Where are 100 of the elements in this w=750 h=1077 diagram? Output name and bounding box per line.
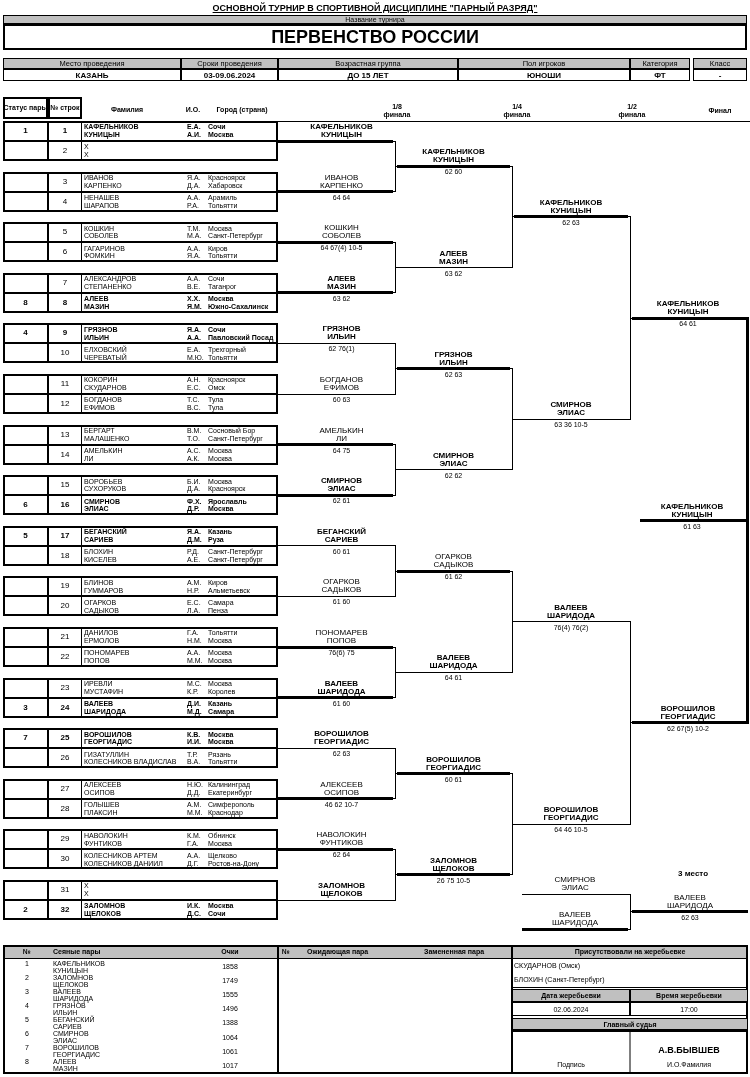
table-row [48,242,278,263]
field-value: ДО 15 ЛЕТ [278,69,458,81]
bracket-connector [509,823,515,876]
row-number: 21 [48,627,82,647]
seed-number: 7 [3,728,48,749]
bracket-connector [509,621,515,673]
bracket-connector [278,190,290,194]
status-cell [3,798,48,819]
bracket-connector [509,165,515,218]
match-frame [3,272,278,313]
seed-number: 2 [3,900,48,920]
row-number: 16 [48,495,82,516]
bracket-connector [392,165,398,193]
pair-names: ВОРОШИЛОВ ГЕОРГИАДИС [543,806,599,823]
status-cell [3,627,48,647]
table-row [48,677,278,698]
status-cell [3,545,48,566]
pair-names: АЛЕЕВ МАЗИН [439,249,468,266]
row-number: 15 [48,475,82,496]
status-cell [3,880,48,900]
seed-number: 5 [3,525,48,546]
match-frame [3,424,278,465]
match-frame [3,525,278,566]
status-cell [3,343,48,364]
status-cell [3,141,48,161]
bracket-connector [392,747,398,774]
table-row [48,292,278,313]
row-number: 22 [48,647,82,667]
bracket-connector [627,621,633,724]
document-title: ОСНОВНОЙ ТУРНИР В СПОРТИВНОЙ ДИСЦИПЛИНЕ "ПАРНЫЙ РАЗРЯД" [212,3,538,14]
bracket-connector [278,443,290,447]
table-row [48,798,278,819]
pair-names: ВАЛЕЕВ ШАРИДОДА [429,654,478,671]
bracket-connector [744,519,749,725]
status-cell [3,222,48,243]
bracket-connector [627,893,633,912]
status-cell [3,677,48,698]
bracket-connector [392,241,398,268]
status-cell [3,394,48,414]
row-number: 31 [48,880,82,900]
status-cell [3,647,48,667]
row-number: 26 [48,748,82,769]
row-number: 8 [48,292,82,313]
bracket-connector [744,316,749,522]
row-number: 14 [48,444,82,465]
pair-names: КАФЕЛЬНИКОВ КУНИЦЫН [660,502,724,519]
status-cell [3,191,48,212]
row-number: 25 [48,728,82,749]
match-frame [3,677,278,718]
table-row [48,343,278,364]
bracket-connector [627,317,633,420]
pair-names: ВОРОШИЛОВ ГЕОРГИАДИС [660,704,716,721]
table-row [48,596,278,617]
status-cell [3,596,48,617]
pair-names: БОГДАНОВ ЕФИМОВ [319,376,364,392]
status-cell [3,576,48,597]
pair-names: ИВАНОВ КАРПЕНКО [320,173,363,190]
bracket-connector [509,773,515,825]
status-cell [3,424,48,445]
pair-names: ВОРОШИЛОВ ГЕОРГИАДИС [426,755,481,772]
pair-names: КАФЕЛЬНИКОВ КУНИЦЫН [539,198,603,215]
row-number: 19 [48,576,82,597]
bracket-connector [278,493,290,497]
match-frame [3,171,278,212]
status-cell [3,171,48,192]
pair-names: ВАЛЕЕВ ШАРИДОДА [552,911,598,927]
row-number: 30 [48,849,82,870]
bracket-connector [278,291,290,295]
table-row [48,545,278,566]
status-cell [3,778,48,799]
bracket-connector [278,797,290,801]
row-number: 9 [48,323,82,344]
bracket-connector [277,899,291,901]
place-heading: 3 место [677,869,709,878]
pair-names: АЛЕЕВ МАЗИН [327,274,356,291]
field-value: КАЗАНЬ [3,69,181,81]
seed-number: 1 [3,121,48,141]
referee-name: А.В.БЫВШЕВ [658,1045,720,1055]
match-frame [3,222,278,263]
match-frame [3,374,278,414]
row-number: 10 [48,343,82,364]
bracket-connector [627,722,633,825]
row-number: 18 [48,545,82,566]
pair-names: ОГАРКОВ САДЫКОВ [433,553,474,570]
status-cell [3,475,48,496]
bracket-connector [509,216,515,268]
match-frame [3,778,278,819]
bracket-connector [509,418,515,471]
pair-names: КАФЕЛЬНИКОВ КУНИЦЫН [656,300,720,317]
table-row [48,374,278,394]
pair-names: ВОРОШИЛОВ ГЕОРГИАДИС [314,730,369,747]
row-number: 3 [48,171,82,192]
match-frame [3,627,278,667]
match-frame [3,829,278,870]
status-cell [3,374,48,394]
match-frame [3,475,278,516]
bracket-connector [509,368,515,420]
match-frame [3,728,278,769]
bracket-connector [278,645,290,649]
table-row [48,748,278,769]
